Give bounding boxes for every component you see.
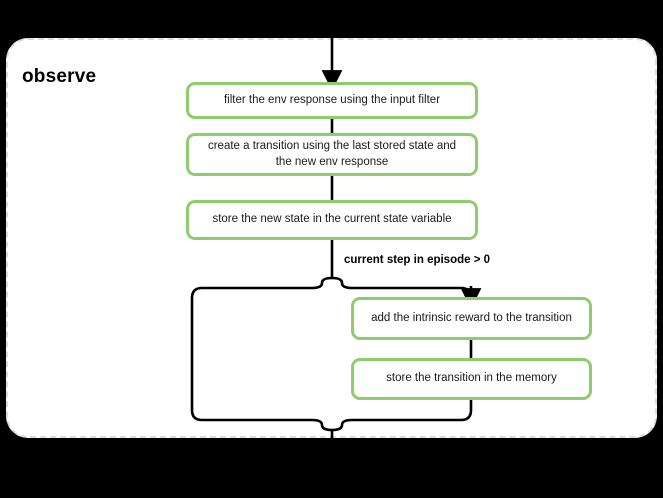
node-add-intrinsic-reward[interactable]: add the intrinsic reward to the transiti… — [351, 297, 592, 340]
page-title: observe — [22, 66, 97, 87]
node-filter-env-response[interactable]: filter the env response using the input … — [186, 82, 478, 119]
node-create-transition[interactable]: create a transition using the last store… — [186, 133, 478, 176]
node-label: add the intrinsic reward to the transiti… — [371, 311, 572, 324]
node-label: store the transition in the memory — [386, 372, 557, 385]
node-store-new-state[interactable]: store the new state in the current state… — [186, 200, 478, 240]
node-store-transition[interactable]: store the transition in the memory — [351, 358, 592, 400]
node-label: filter the env response using the input … — [223, 93, 441, 106]
node-label: store the new state in the current state… — [212, 213, 452, 226]
branch-condition-label: current step in episode > 0 — [344, 254, 491, 266]
node-label: create a transition using the last store… — [207, 139, 457, 168]
